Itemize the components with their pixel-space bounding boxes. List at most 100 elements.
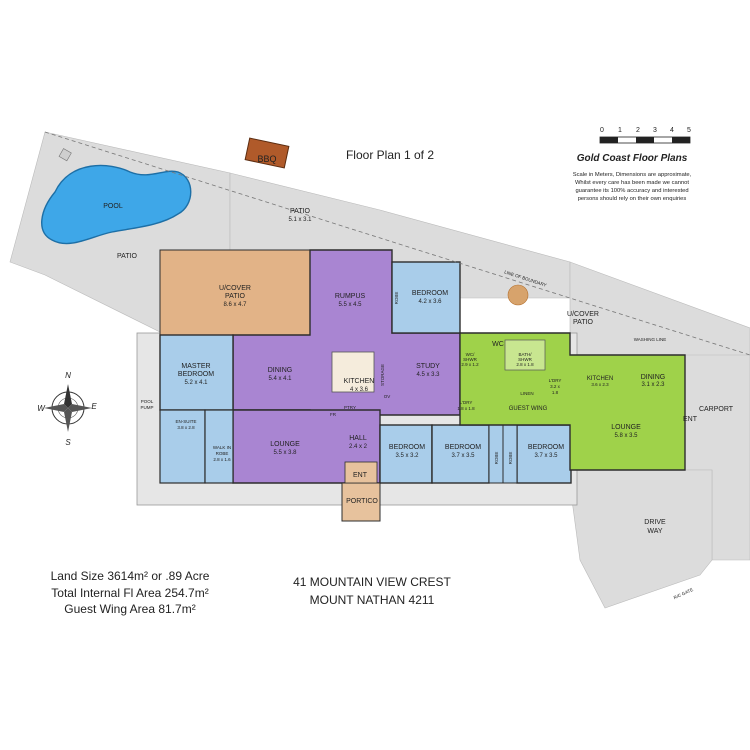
kitchen-dims: 4 x 3.6	[350, 387, 369, 393]
patio-left-label: PATIO	[117, 253, 138, 260]
scale-tick: 2	[636, 127, 640, 134]
pool-label: POOL	[103, 203, 123, 210]
ensuite	[159, 409, 206, 484]
ldry-guest-dims-2: 1.8	[552, 390, 559, 395]
bedroom-b-dims: 3.7 x 3.5	[451, 453, 475, 459]
scale-tick: 1	[618, 127, 622, 134]
brand-name: Gold Coast Floor Plans	[577, 153, 688, 164]
bedroom-top-dims: 4.2 x 3.6	[418, 299, 442, 305]
dining-label: DINING	[268, 367, 293, 374]
guest-dining-dims: 3.1 x 2.3	[641, 382, 665, 388]
wc-shwr-label-2: SHWR	[463, 357, 477, 362]
scale-tick: 5	[687, 127, 691, 134]
driveway-area	[567, 469, 713, 609]
bedroom-c-dims: 3.7 x 3.5	[534, 453, 558, 459]
walk-in-robe-dims: 2.8 x 1.6	[213, 457, 231, 462]
bath-shwr-dims: 2.8 x 1.8	[516, 362, 534, 367]
patio-top-label: PATIO	[290, 208, 311, 215]
ucover-patio-label-2: PATIO	[225, 293, 246, 300]
guest-wing-label: GUEST WING	[509, 406, 548, 412]
linen-label: LINEN	[520, 391, 533, 396]
disclaimer-line: Whilst every care has been made we canno…	[575, 180, 689, 186]
study-dims: 4.5 x 3.3	[416, 372, 440, 378]
guest-wing-area-text: Guest Wing Area 81.7m²	[64, 602, 195, 616]
portico-label: PORTICO	[346, 498, 378, 505]
dining-dims: 5.4 x 4.1	[268, 376, 292, 382]
ensuite-dims: 3.8 x 2.8	[177, 425, 195, 430]
ucover-patio-right-label: U/COVER	[567, 311, 599, 318]
pool	[41, 164, 192, 245]
bedroom-top	[391, 261, 461, 334]
compass-w-label: W	[37, 404, 46, 413]
address-line1: 41 MOUNTAIN VIEW CREST	[293, 575, 451, 589]
compass-n-label: N	[65, 371, 71, 380]
guest-bath-room	[504, 339, 546, 371]
scale-tick: 4	[670, 127, 674, 134]
master-bedroom-dims: 5.2 x 4.1	[184, 380, 208, 386]
pantry-label: PTRY	[344, 405, 356, 410]
rc-gate-label: R/C GATE	[673, 587, 694, 600]
scale-tick: 0	[600, 127, 604, 134]
tree-icon	[507, 284, 529, 306]
guest-lounge-label: LOUNGE	[611, 424, 641, 431]
fr-label: FR	[330, 412, 337, 417]
carport-label: CARPORT	[699, 406, 734, 413]
pool-equipment-icon	[58, 148, 72, 162]
entry-area	[344, 461, 378, 484]
walk-in-robe	[204, 409, 234, 484]
bath-shwr-label-2: SHWR	[518, 357, 532, 362]
ldry-guest-label: L'DRY	[549, 378, 562, 383]
lounge-label: LOUNGE	[270, 441, 300, 448]
bedroom-a-dims: 3.5 x 3.2	[395, 453, 419, 459]
guest-lounge-dims: 5.8 x 3.5	[614, 433, 638, 439]
pool-pump-label: POOL	[141, 399, 154, 404]
compass-rose-icon	[44, 384, 92, 432]
master-bedroom-label: MASTER	[181, 363, 210, 370]
ent-label: ENT	[353, 472, 368, 479]
guest-kitchen-label: KITCHEN	[587, 376, 613, 382]
robe-c-label: ROBE	[508, 452, 513, 465]
land-size-text: Land Size 3614m² or .89 Acre	[51, 569, 210, 583]
scale-bar	[599, 136, 691, 144]
bath-shwr-label: BATH/	[519, 352, 533, 357]
ucover-patio-right-label-2: PATIO	[573, 319, 594, 326]
bbq-label: BBQ	[257, 154, 276, 164]
kitchen-counter	[331, 351, 375, 393]
bedroom-top-label: BEDROOM	[412, 290, 448, 297]
plan-title: Floor Plan 1 of 2	[346, 148, 434, 162]
wc-shwr-label: WC/	[466, 352, 475, 357]
walk-in-robe-label-2: ROBE	[216, 451, 229, 456]
storage-label: STORAGE	[380, 364, 385, 386]
robe-b-label: ROBE	[494, 452, 499, 465]
ucover-patio-label: U/COVER	[219, 285, 251, 292]
ensuite-label: EN-SUITE	[175, 419, 196, 424]
internal-area-text: Total Internal Fl Area 254.7m²	[51, 586, 208, 600]
guest-dining-label: DINING	[641, 374, 666, 381]
bedroom-a-room	[379, 424, 433, 484]
address-line2: MOUNT NATHAN 4211	[310, 593, 435, 607]
walk-in-robe-label: WALK IN	[213, 445, 231, 450]
guest-kitchen-dims: 3.6 x 2.3	[591, 382, 609, 387]
ov-label: OV	[384, 394, 391, 399]
compass-s-label: S	[65, 438, 71, 447]
driveway-label: DRIVE	[644, 519, 666, 526]
bedroom-c-label: BEDROOM	[528, 444, 564, 451]
washing-line-label: WASHING LINE	[634, 337, 667, 342]
bbq-block	[244, 137, 290, 169]
ldry-main-dims: 1.8 x 1.8	[457, 406, 475, 411]
rumpus-dims: 5.5 x 4.5	[338, 302, 362, 308]
disclaimer-line: persons should rely on their own enquiri…	[578, 196, 687, 202]
wc-label: WC	[492, 341, 504, 348]
bedroom-b-room	[431, 424, 490, 484]
ucover-patio	[159, 249, 311, 336]
hall-dims: 2.4 x 2	[349, 444, 368, 450]
ldry-guest-dims: 3.2 x	[550, 384, 561, 389]
robe-label: ROBE	[394, 292, 399, 305]
wc-shwr-dims: 2.9 x 1.2	[461, 362, 479, 367]
hall-label: HALL	[349, 435, 367, 442]
disclaimer-line: Scale in Meters, Dimensions are approxim…	[573, 172, 692, 178]
study-label: STUDY	[416, 363, 440, 370]
driveway-label-2: WAY	[647, 528, 662, 535]
scale-tick: 3	[653, 127, 657, 134]
